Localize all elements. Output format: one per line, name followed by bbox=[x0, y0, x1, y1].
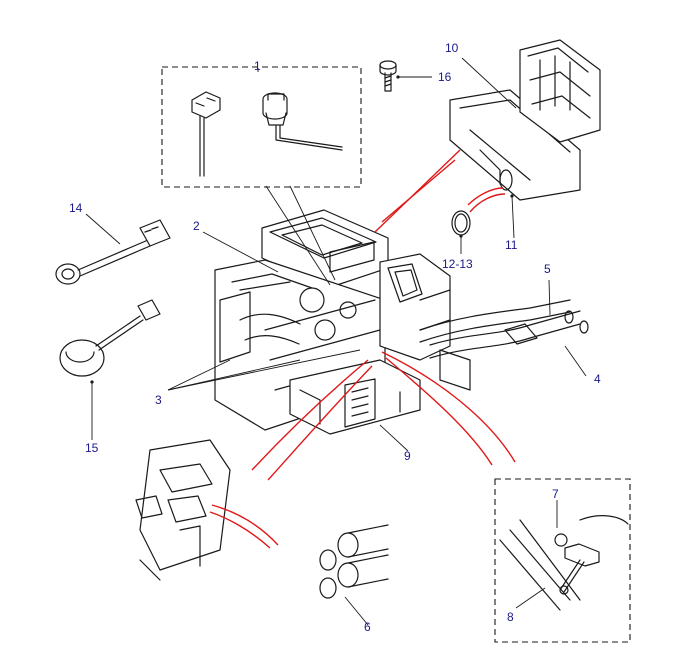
detail-link-lines bbox=[209, 149, 516, 549]
upper-duct bbox=[449, 39, 601, 201]
callout-11: 11 bbox=[505, 238, 518, 252]
clip-detail bbox=[135, 439, 231, 581]
callout-8: 8 bbox=[507, 610, 514, 624]
leader-lines bbox=[85, 57, 587, 626]
sensor-inset-box bbox=[161, 66, 362, 188]
callout-labels: 1 2 3 4 5 6 7 8 9 10 11 12-13 14 15 16 bbox=[69, 41, 601, 634]
callout-6: 6 bbox=[364, 620, 371, 634]
callout-14: 14 bbox=[69, 201, 83, 215]
heater-pipes bbox=[419, 299, 589, 359]
callout-7: 7 bbox=[552, 487, 559, 501]
screw-icon bbox=[379, 60, 397, 92]
callout-15: 15 bbox=[85, 441, 99, 455]
harness-14 bbox=[55, 219, 171, 285]
callout-5: 5 bbox=[544, 262, 551, 276]
callout-9: 9 bbox=[404, 449, 411, 463]
o-ring-icon bbox=[451, 210, 471, 236]
pipe-ends-6 bbox=[319, 524, 389, 599]
sensor-right bbox=[262, 92, 343, 151]
callout-3: 3 bbox=[155, 393, 162, 407]
callout-12-13: 12-13 bbox=[442, 257, 473, 271]
valve-inset-box bbox=[494, 478, 631, 643]
callout-10: 10 bbox=[445, 41, 459, 55]
sensor-left bbox=[191, 91, 221, 177]
heater-assembly bbox=[214, 209, 471, 435]
sensor-15 bbox=[59, 299, 161, 377]
callout-2: 2 bbox=[193, 219, 200, 233]
callout-1: 1 bbox=[254, 59, 261, 73]
callout-4: 4 bbox=[594, 372, 601, 386]
callout-16: 16 bbox=[438, 70, 452, 84]
